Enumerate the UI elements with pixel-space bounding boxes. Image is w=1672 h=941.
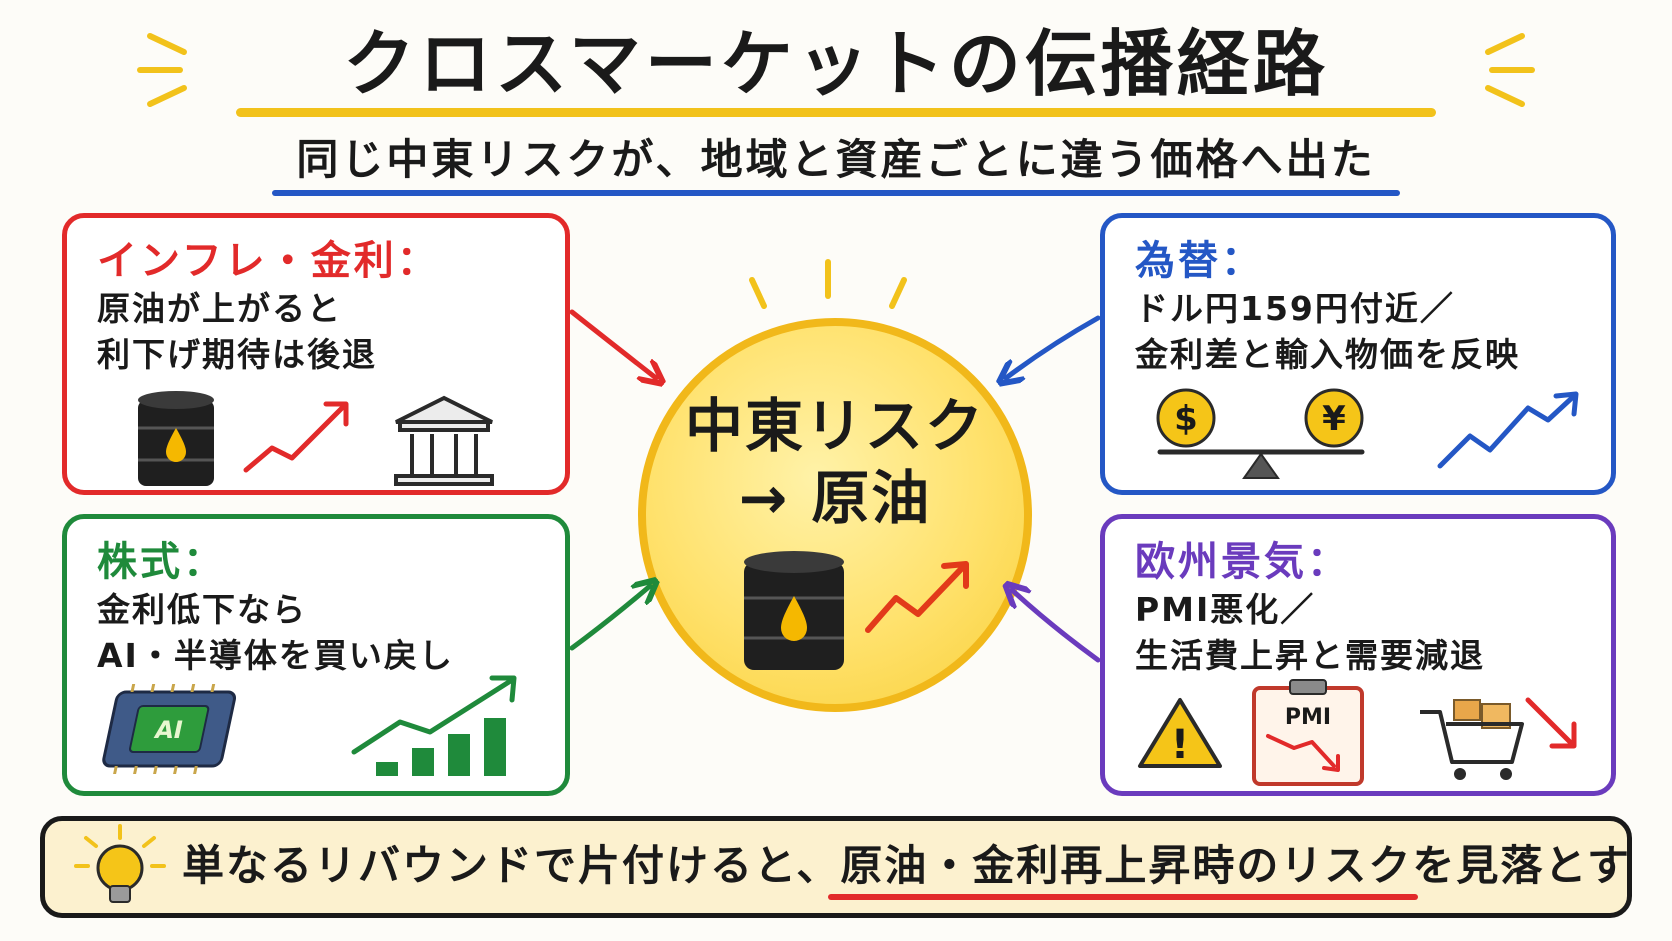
lightbulb-icon <box>74 824 166 903</box>
title-underline <box>236 108 1436 117</box>
bottom-takeaway-bar <box>40 816 1632 918</box>
ai-chip-icon: AI <box>102 684 237 774</box>
rising-arrow-icon <box>243 401 349 473</box>
rising-trend-icon <box>1437 391 1579 469</box>
stocks-line-1: 金利低下なら <box>97 590 307 629</box>
oil-barrel-icon <box>138 391 214 486</box>
svg-text:!: ! <box>1171 722 1189 768</box>
inflation-line-2: 利下げ期待は後退 <box>97 335 377 374</box>
dollar-coin-icon: $ <box>1156 388 1216 448</box>
center-oil-barrel-icon <box>744 551 844 670</box>
arrow-inflation-to-center <box>569 309 656 378</box>
stocks-box: 株式： 金利低下なら AI・半導体を買い戻し <box>62 514 570 796</box>
subtitle-underline <box>272 190 1400 196</box>
balance-scale-icon <box>1157 449 1365 479</box>
arrow-stocks-to-center <box>569 586 650 651</box>
europe-box-title: 欧州景気： <box>1135 539 1350 585</box>
page-title: クロスマーケットの伝播経路 <box>343 22 1329 106</box>
europe-line-2: 生活費上昇と需要減退 <box>1135 636 1485 675</box>
yen-coin-icon: ¥ <box>1304 388 1364 448</box>
svg-text:¥: ¥ <box>1322 399 1346 439</box>
arrow-europe-to-center <box>1012 590 1101 663</box>
stocks-line-2: AI・半導体を買い戻し <box>97 636 454 675</box>
warning-icon: ! <box>1138 698 1222 768</box>
fx-line-1: ドル円159円付近／ <box>1135 289 1455 328</box>
fx-line-2: 金利差と輸入物価を反映 <box>1135 335 1520 374</box>
svg-text:AI: AI <box>152 715 186 744</box>
bottom-takeaway-text: 単なるリバウンドで片付けると、原油・金利再上昇時のリスクを見落とす <box>182 841 1632 890</box>
center-line-2: → 原油 <box>738 464 932 532</box>
title-sparks-right <box>1485 33 1535 107</box>
fx-box: 為替： ドル円159円付近／ 金利差と輸入物価を反映 <box>1100 213 1616 495</box>
rising-bar-chart-icon <box>351 675 517 776</box>
pmi-clipboard-icon: PMI <box>1252 679 1364 786</box>
title-sparks-left <box>137 33 187 107</box>
svg-text:$: $ <box>1174 399 1198 439</box>
svg-text:PMI: PMI <box>1285 705 1331 730</box>
center-rising-arrow-icon <box>865 561 969 633</box>
inflation-line-1: 原油が上がると <box>97 289 342 328</box>
stocks-box-title: 株式： <box>97 539 226 585</box>
arrow-fx-to-center <box>1006 315 1101 378</box>
inflation-box-title: インフレ・金利： <box>97 238 440 284</box>
europe-line-1: PMI悪化／ <box>1135 590 1316 629</box>
center-line-1: 中東リスク <box>684 392 985 460</box>
page-subtitle: 同じ中東リスクが、地域と資産ごとに違う価格へ出た <box>296 135 1376 184</box>
fx-box-title: 為替： <box>1135 238 1264 284</box>
bank-icon <box>394 395 494 486</box>
shopping-cart-icon <box>1420 699 1524 780</box>
center-sparks <box>749 259 907 309</box>
center-text: 中東リスク → 原油 <box>638 390 1032 534</box>
falling-arrow-icon <box>1525 697 1577 749</box>
bottom-emphasis-underline <box>828 894 1418 900</box>
